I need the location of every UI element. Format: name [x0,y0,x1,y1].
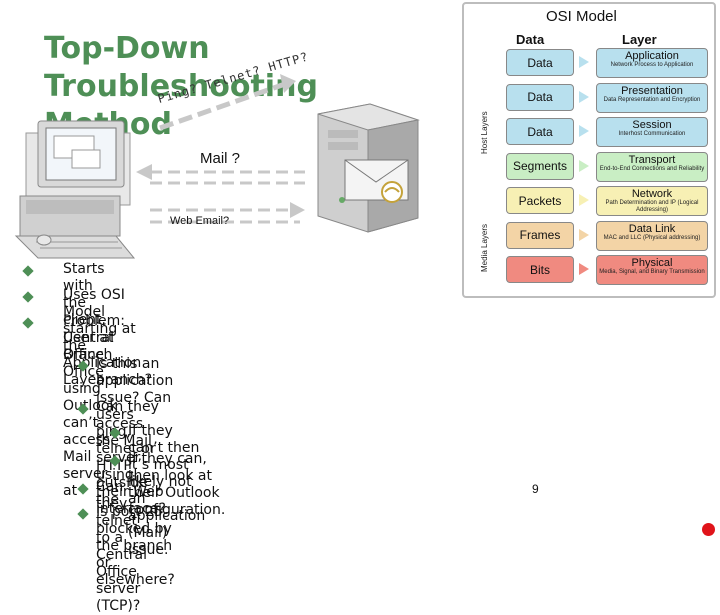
sub-bullet-4: Is port 25 blocked by the branch or else… [96,504,175,588]
slide-title: Top-Down Troubleshooting Method [44,30,464,144]
osi-arrowhead [579,125,589,137]
osi-arrowhead [579,194,589,206]
sub-sub-bullet-2: If they can, then look at their Outlook … [128,451,226,518]
osi-layer-name: Session [632,119,672,131]
osi-data-unit: Data [506,49,574,76]
osi-arrowhead [579,228,589,241]
ping-arrow [159,74,296,131]
osi-layer-desc: Interhost Communication [618,131,686,137]
mail-label: Mail ? [200,150,241,167]
web-arrows [150,202,305,224]
osi-arrowhead [579,90,589,103]
osi-column-layer: Layer [622,32,657,47]
osi-layer-name: Network [631,188,673,200]
web-email-label: Web Email? [170,215,230,227]
osi-layer-name: Transport [628,153,676,166]
osi-layer-desc: Data Representation and Encryption [603,96,701,103]
osi-arrowhead [579,56,589,68]
osi-arrowhead [579,159,589,172]
osi-data-unit: Bits [506,256,574,283]
osi-title: OSI Model [546,8,617,25]
osi-model-panel: OSI Model Data Layer Host Layers Media L… [462,2,716,298]
bullet-3-line-2: Central Office. [63,330,114,363]
bullet-3-line-1: Problem: User at Branch Office using Out… [63,313,125,499]
osi-data-unit: Frames [506,221,574,249]
mail-arrows [136,164,305,185]
osi-arrowhead [579,263,589,275]
title-line-1: Top-Down Troubleshooting [44,31,318,104]
osi-layer-name: Application [625,50,679,62]
host-layers-label: Host Layers [480,111,489,154]
page-number: 9 [532,482,539,496]
osi-data-unit: Packets [506,187,574,214]
osi-data-unit: Segments [506,152,574,180]
osi-layer-name: Data Link [628,222,676,235]
osi-layer-desc: Network Process to Application [610,62,694,68]
osi-layer-desc: Media, Signal, and Binary Transmission [599,269,705,275]
osi-data-unit: Data [506,118,574,145]
osi-layer-desc: MAC and LLC (Physical addressing) [603,234,701,241]
osi-layer-desc: End-to-End Connections and Reliability [599,165,705,172]
osi-column-data: Data [516,32,545,47]
osi-data-unit: Data [506,83,574,111]
client-computer-icon [14,120,136,259]
media-layers-label: Media Layers [480,223,489,272]
osi-layer-desc: Path Determination and IP (Logical Addre… [605,200,699,213]
network-diagram [14,74,420,259]
osi-layer-name: Physical [631,257,673,269]
bullet-1: Starts with the client. [63,261,106,328]
envelope-icon [344,159,409,203]
sub-bullet-1-line-2: branch? [96,372,153,388]
corner-dot [702,523,715,536]
sub-bullet-1-line-1: Is this an application issue? Can users … [96,356,174,508]
osi-layer-name: Presentation [621,84,683,97]
